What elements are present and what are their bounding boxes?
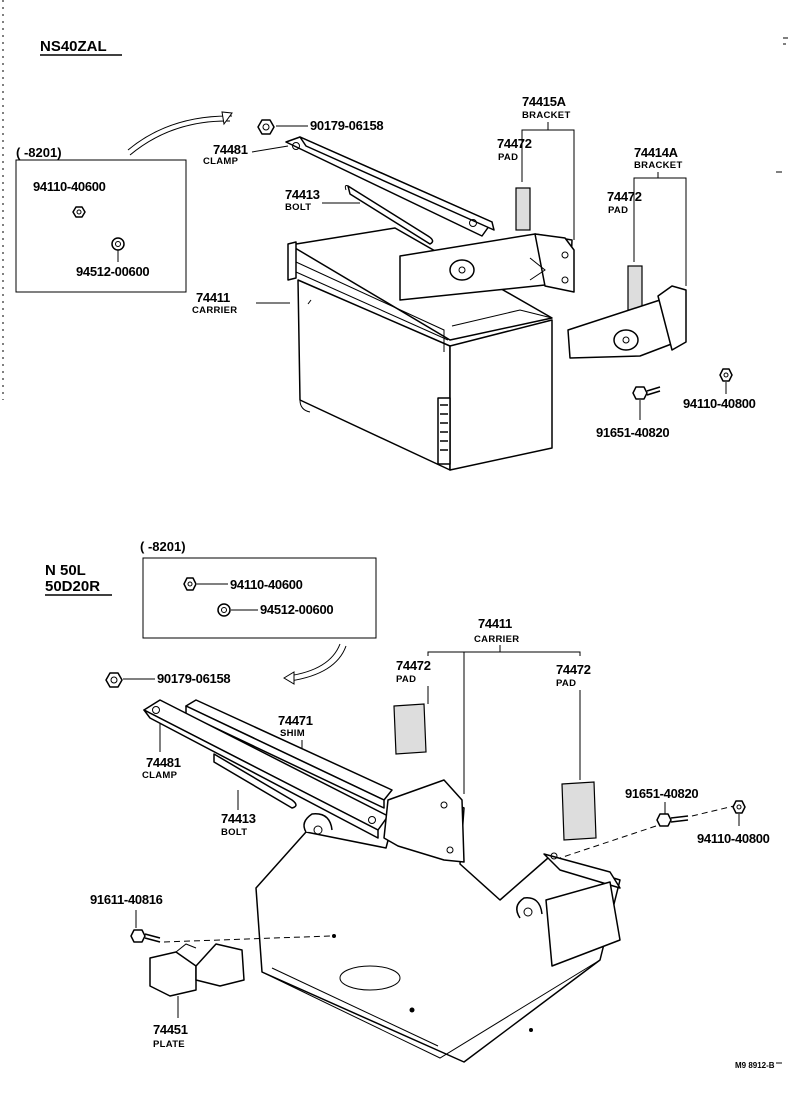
part-number-label: 74472	[556, 662, 591, 677]
model-label-bottom-1: N 50L	[45, 562, 86, 579]
carrier-leader	[427, 645, 581, 794]
date-range-bottom: ( -8201)	[140, 539, 186, 554]
part-name-label: CARRIER	[474, 634, 519, 645]
arrow-head	[283, 671, 295, 685]
battery-carrier-bottom	[255, 779, 621, 1063]
part-number-label: 74472	[497, 136, 532, 151]
assembly-line	[163, 935, 331, 943]
nut-icon	[183, 577, 197, 591]
part-number-label: 94512-00600	[76, 264, 149, 279]
part-number-label: 74472	[607, 189, 642, 204]
washer-icon	[111, 237, 125, 251]
leader-line	[251, 145, 289, 153]
nut-icon	[719, 368, 733, 382]
section-top: NS40ZAL ( -8201) 94110-40600 94512-00600…	[15, 38, 756, 471]
part-number-label: 74481	[146, 755, 181, 770]
part-name-label: PAD	[396, 674, 416, 685]
assembly-line	[691, 805, 735, 817]
part-number-label: 90179-06158	[310, 118, 383, 133]
plate-part	[149, 943, 245, 997]
inset-box-top	[15, 159, 187, 293]
j-bolt-part	[344, 185, 434, 245]
inset-arrow	[289, 645, 347, 682]
part-number-label: 74413	[221, 811, 256, 826]
nut-icon	[72, 206, 86, 218]
inset-arrow	[127, 115, 233, 151]
assembly-line	[559, 825, 657, 859]
part-name-label: SHIM	[280, 728, 305, 739]
pad-part	[393, 703, 427, 755]
part-number-label: 74415A	[522, 94, 567, 109]
nut-icon	[732, 800, 746, 814]
part-name-label: CLAMP	[142, 770, 178, 781]
arrow-head	[221, 111, 233, 126]
j-bolt-part	[213, 753, 297, 809]
part-number-label: 94110-40800	[697, 831, 770, 846]
margin-tick-marks	[776, 37, 788, 1064]
bracket-leader	[633, 172, 687, 286]
flange-bolt-icon	[656, 813, 689, 827]
shim-part	[185, 699, 393, 809]
part-name-label: BRACKET	[522, 110, 571, 121]
part-name-label: BOLT	[221, 827, 247, 838]
inset-arrow	[287, 643, 341, 677]
part-number-label: 74414A	[634, 145, 679, 160]
flange-bolt-icon	[632, 386, 661, 400]
part-number-label: 74451	[153, 1022, 188, 1037]
part-number-label: 94110-40800	[683, 396, 756, 411]
part-number-label: 94110-40600	[33, 179, 106, 194]
inset-box-bottom	[142, 557, 377, 639]
part-number-label: 94512-00600	[260, 602, 333, 617]
part-number-label: 90179-06158	[157, 671, 230, 686]
part-name-label: CARRIER	[192, 305, 237, 316]
inset-arrow	[129, 120, 231, 156]
bracket-leader	[521, 122, 575, 240]
pad-part	[515, 187, 531, 231]
part-number-label: 74413	[285, 187, 320, 202]
nut-icon	[105, 672, 123, 688]
clamp-part	[285, 136, 495, 237]
part-name-label: PAD	[556, 678, 576, 689]
part-number-label: 91611-40816	[90, 892, 163, 907]
pad-part	[627, 265, 643, 311]
part-number-label: 74481	[213, 142, 248, 157]
part-number-label: 74411	[478, 616, 512, 631]
model-label-top: NS40ZAL	[40, 38, 107, 55]
part-number-label: 74472	[396, 658, 431, 673]
nut-icon	[257, 119, 275, 135]
pad-part	[561, 781, 597, 841]
part-name-label: BOLT	[285, 202, 311, 213]
part-number-label: 94110-40600	[230, 577, 303, 592]
model-label-bottom-2: 50D20R	[45, 578, 100, 595]
part-name-label: CLAMP	[203, 156, 239, 167]
washer-icon	[217, 603, 231, 617]
part-name-label: BRACKET	[634, 160, 683, 171]
bracket-part-top	[399, 233, 575, 301]
part-name-label: PLATE	[153, 1039, 185, 1050]
part-number-label: 91651-40820	[596, 425, 669, 440]
flange-bolt-icon	[130, 929, 161, 943]
part-number-label: 91651-40820	[625, 786, 698, 801]
date-range-top: ( -8201)	[16, 145, 62, 160]
part-number-label: 74471	[278, 713, 313, 728]
footer-code: M9 8912-B	[735, 1061, 775, 1070]
part-name-label: PAD	[608, 205, 628, 216]
part-number-label: 74411	[196, 290, 230, 305]
part-name-label: PAD	[498, 152, 518, 163]
bracket-part-top-right	[567, 285, 687, 359]
section-bottom: ( -8201) N 50L 50D20R 94110-40600 94512-…	[45, 539, 770, 1063]
